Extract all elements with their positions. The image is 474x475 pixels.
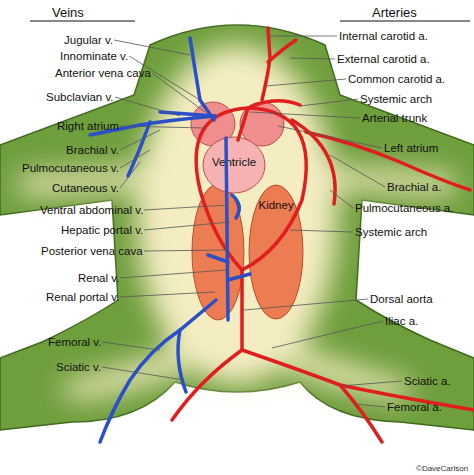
kidney-shape: Kidney bbox=[248, 184, 304, 320]
vessel-label: Hepatic portal v. bbox=[61, 224, 143, 237]
vessel-label: Left atrium bbox=[384, 142, 438, 155]
vessel-label: External carotid a. bbox=[337, 53, 430, 66]
frog-body bbox=[0, 25, 474, 430]
vessel-label: Pulmocutaneous v. bbox=[22, 162, 119, 175]
vessel-label: Sciatic v. bbox=[56, 361, 101, 374]
vessel-label: Systemic arch bbox=[360, 93, 432, 106]
left-kidney bbox=[192, 184, 244, 320]
vessel-label: Internal carotid a. bbox=[339, 30, 428, 43]
vessel-label: Subclavian v. bbox=[46, 91, 114, 104]
arteries bbox=[172, 28, 474, 442]
vessel-label: Jugular v. bbox=[64, 34, 113, 47]
vessel-label: Arterial trunk bbox=[362, 112, 427, 125]
vessel-label: Right atrium bbox=[57, 120, 119, 133]
vessel-label: Renal portal v. bbox=[46, 291, 119, 304]
vessel-label: Pulmocutaneous a. bbox=[355, 202, 453, 215]
node-ellipse bbox=[203, 137, 265, 193]
vessel-label: Femoral v. bbox=[48, 336, 101, 349]
vessel-label: Cutaneous v. bbox=[52, 182, 119, 195]
ventricle-shape: Ventricle bbox=[202, 136, 266, 194]
vessel-label: Renal v. bbox=[78, 272, 119, 285]
vessel-label: Posterior vena cava bbox=[41, 245, 143, 258]
vessel-label: Iliac a. bbox=[385, 315, 418, 328]
vessel-label: Common carotid a. bbox=[348, 73, 445, 86]
vessel-label: Sciatic a. bbox=[404, 375, 451, 388]
node-ellipse bbox=[249, 185, 303, 319]
column-heading: Arteries bbox=[372, 6, 417, 19]
vessel-label: Brachial a. bbox=[387, 181, 441, 194]
vessel-label: Femoral a. bbox=[387, 401, 442, 414]
column-heading: Veins bbox=[52, 6, 84, 19]
vessel-label: Systemic arch bbox=[355, 226, 427, 239]
heading-rule bbox=[340, 21, 470, 22]
organ-label: Kidney bbox=[259, 199, 294, 211]
vessel-label: Dorsal aorta bbox=[370, 293, 433, 306]
body-highlight bbox=[20, 45, 454, 400]
heading-rule bbox=[30, 21, 135, 22]
vessel-label: Innominate v. bbox=[60, 50, 128, 63]
organ-label: Ventricle bbox=[212, 156, 256, 168]
leader-lines bbox=[102, 36, 402, 407]
vessel-label: Anterior vena cava bbox=[55, 67, 151, 80]
vessel-label: Ventral abdominal v. bbox=[40, 204, 143, 217]
veins bbox=[90, 38, 250, 442]
vessel-label: Brachial v. bbox=[66, 144, 119, 157]
copyright-note: ©DaveCarlson bbox=[416, 462, 468, 475]
